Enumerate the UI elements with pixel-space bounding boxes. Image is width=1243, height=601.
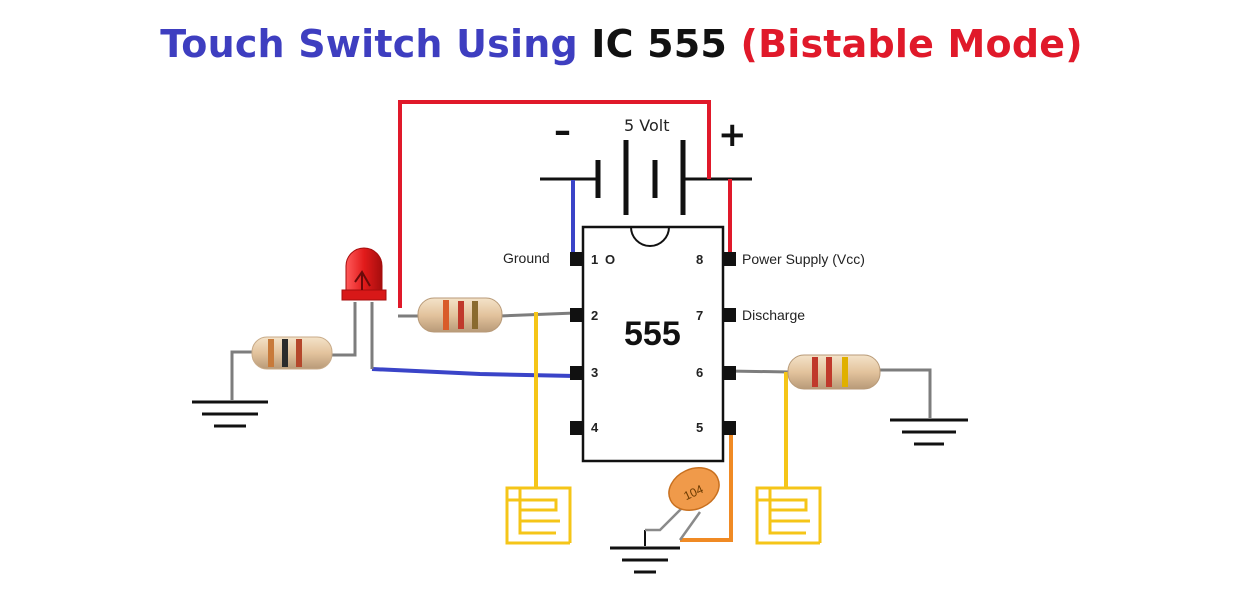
pin-6-number: 6	[696, 365, 703, 380]
ground-symbol-left	[192, 400, 268, 428]
pin-3-number: 3	[591, 365, 598, 380]
pin-2-number: 2	[591, 308, 598, 323]
title-part-ic555: IC 555	[591, 22, 741, 66]
pin-1-label-ground: Ground	[503, 250, 550, 266]
pin-7-label-discharge: Discharge	[742, 307, 805, 323]
ground-symbol-right	[890, 418, 968, 446]
ic-notch-mark: O	[605, 252, 615, 267]
ic-label: 555	[624, 315, 681, 353]
pin-7-number: 7	[696, 308, 703, 323]
resistor-pin6	[787, 354, 881, 390]
wire-red-top-loop	[398, 100, 711, 308]
pin-5-number: 5	[696, 420, 703, 435]
pin-8-number: 8	[696, 252, 703, 267]
pin-1-number: 1	[591, 252, 598, 267]
title-part-touch-switch: Touch Switch Using	[160, 22, 592, 66]
resistor-pin6-lead-right	[878, 368, 932, 418]
resistor-pin2	[417, 297, 503, 333]
touch-plate-left	[505, 486, 572, 545]
battery-plus-sign: +	[718, 115, 747, 155]
battery-minus-sign: –	[554, 111, 571, 151]
battery-voltage-label: 5 Volt	[624, 116, 669, 135]
battery-symbol: 5 Volt – +	[540, 111, 752, 215]
pin-4-number: 4	[591, 420, 599, 435]
ic-555-chip: 555 O 1 2 3 4 5 6 7 8	[570, 225, 736, 463]
led-cathode-lead	[330, 302, 357, 357]
led	[341, 247, 387, 301]
resistor-led	[251, 336, 333, 370]
wire-blue-output	[371, 367, 576, 378]
touch-plate-right	[755, 486, 822, 545]
pin-8-label-vcc: Power Supply (Vcc)	[742, 251, 865, 267]
resistor-left-ground-lead	[230, 350, 254, 400]
ground-symbol-bottom	[610, 530, 680, 574]
ceramic-capacitor: 104	[645, 467, 720, 541]
diagram-title: Touch Switch Using IC 555 (Bistable Mode…	[0, 22, 1243, 66]
resistor-pin6-lead-left	[727, 369, 791, 374]
wire-orange-pin5	[680, 430, 733, 542]
title-part-bistable: (Bistable Mode)	[740, 22, 1083, 66]
